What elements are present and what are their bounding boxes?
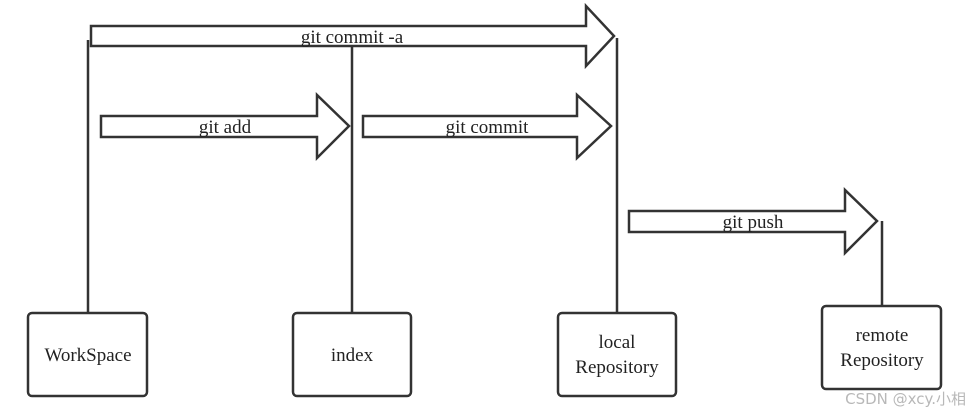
remote-repository-label-line1: remote bbox=[856, 325, 909, 346]
remote-repository-label-line2: Repository bbox=[840, 350, 924, 371]
watermark-text: CSDN @xcy.小相 bbox=[845, 390, 966, 408]
local-repository-label-line2: Repository bbox=[575, 357, 659, 378]
git-commit-a-arrow bbox=[89, 2, 616, 70]
git-commit-arrow bbox=[361, 92, 613, 161]
workspace-box bbox=[26, 311, 149, 398]
remote-repository-box bbox=[820, 304, 943, 391]
git-add-arrow bbox=[99, 92, 351, 162]
local-repository-box bbox=[556, 311, 678, 398]
local-repository-label-line1: local bbox=[599, 332, 636, 353]
index-box bbox=[291, 311, 413, 398]
git-commit-label: git commit bbox=[446, 117, 530, 138]
workspace-label: WorkSpace bbox=[44, 345, 131, 366]
git-commit-a-label: git commit -a bbox=[301, 27, 404, 48]
git-push-arrow bbox=[627, 187, 879, 257]
git-push-label: git push bbox=[723, 212, 784, 233]
git-add-label: git add bbox=[199, 117, 252, 138]
index-label: index bbox=[331, 345, 374, 366]
